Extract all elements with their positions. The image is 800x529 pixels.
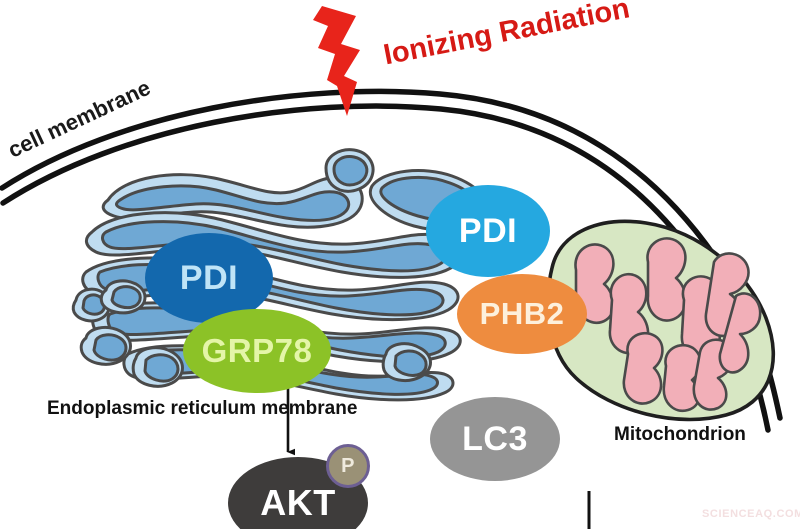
- protein-pdi-mitochondrial[interactable]: PDI: [426, 185, 550, 277]
- phosphorylation-badge[interactable]: P: [326, 444, 370, 488]
- lightning-bolt-icon: [313, 6, 360, 116]
- protein-phb2[interactable]: PHB2: [457, 274, 587, 354]
- source-watermark: SCIENCEAQ.COM: [702, 508, 800, 520]
- endoplasmic-reticulum-membrane-label: Endoplasmic reticulum membrane: [47, 398, 358, 419]
- protein-grp78[interactable]: GRP78: [183, 309, 331, 393]
- protein-pdi-er[interactable]: PDI: [145, 233, 273, 323]
- protein-lc3[interactable]: LC3: [430, 397, 560, 481]
- mitochondrion-label: Mitochondrion: [614, 424, 746, 445]
- mitochondrion-shape: [546, 219, 776, 422]
